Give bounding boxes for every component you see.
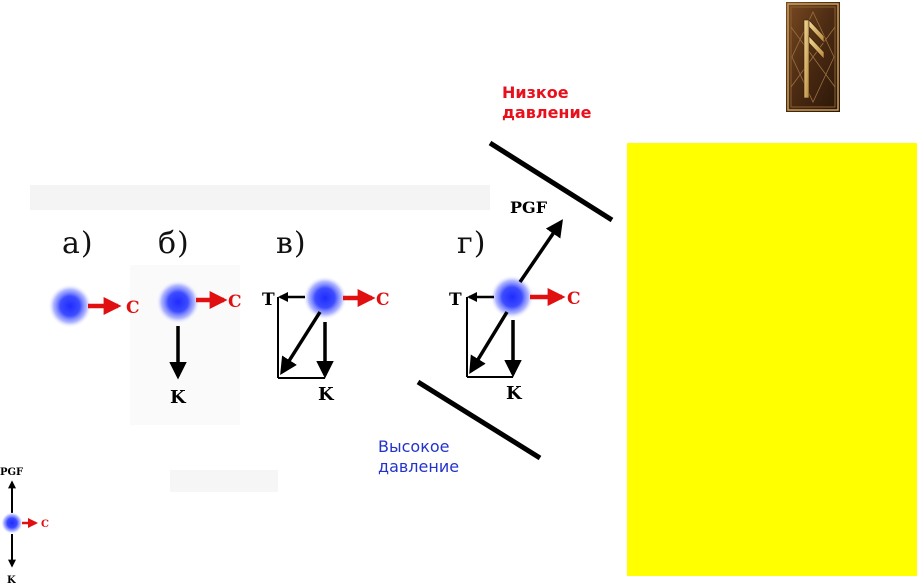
coriolis-label: C: [567, 289, 581, 309]
mini-gravity-label: K: [7, 575, 16, 586]
panel-g-diagram: C K T PGF: [449, 198, 581, 404]
low-pressure-isobar: [488, 140, 614, 223]
panel-label-v: в): [276, 226, 307, 261]
particle: [490, 275, 534, 319]
faint-bg-block: [30, 185, 490, 210]
high-pressure-label: Высокое давление: [378, 437, 460, 476]
mini-pgf-label: PGF: [0, 467, 23, 478]
coriolis-label: C: [376, 290, 390, 310]
rune-logo-icon: [786, 2, 840, 112]
particle: [48, 284, 92, 328]
panel-label-g: г): [457, 226, 487, 261]
panel-a-diagram: C: [48, 284, 140, 328]
panel-label-a: а): [62, 226, 94, 261]
panel-label-b: б): [158, 226, 190, 261]
resultant-arrow: [280, 311, 322, 375]
pgf-arrow: [518, 219, 563, 283]
gravity-label: K: [318, 384, 335, 405]
panel-b-diagram: C K: [156, 280, 242, 408]
tangent-label: T: [449, 290, 462, 310]
low-pressure-label: Низкое давление: [502, 83, 592, 122]
gravity-label: K: [506, 383, 523, 404]
particle: [156, 280, 200, 324]
coriolis-label: C: [228, 292, 242, 312]
coriolis-label: C: [126, 298, 140, 318]
high-pressure-isobar: [416, 379, 542, 461]
mini-diagram: PGF C K: [0, 467, 49, 586]
pgf-label: PGF: [510, 198, 548, 217]
gravity-label: K: [170, 387, 187, 408]
yellow-box: [627, 143, 917, 576]
tangent-label: T: [262, 290, 275, 310]
faint-bg-block: [170, 470, 278, 492]
mini-particle: [1, 512, 23, 534]
mini-coriolis-label: C: [41, 519, 49, 530]
panel-v-diagram: C K T: [262, 276, 390, 405]
resultant-arrow: [469, 311, 509, 374]
particle: [303, 276, 347, 320]
